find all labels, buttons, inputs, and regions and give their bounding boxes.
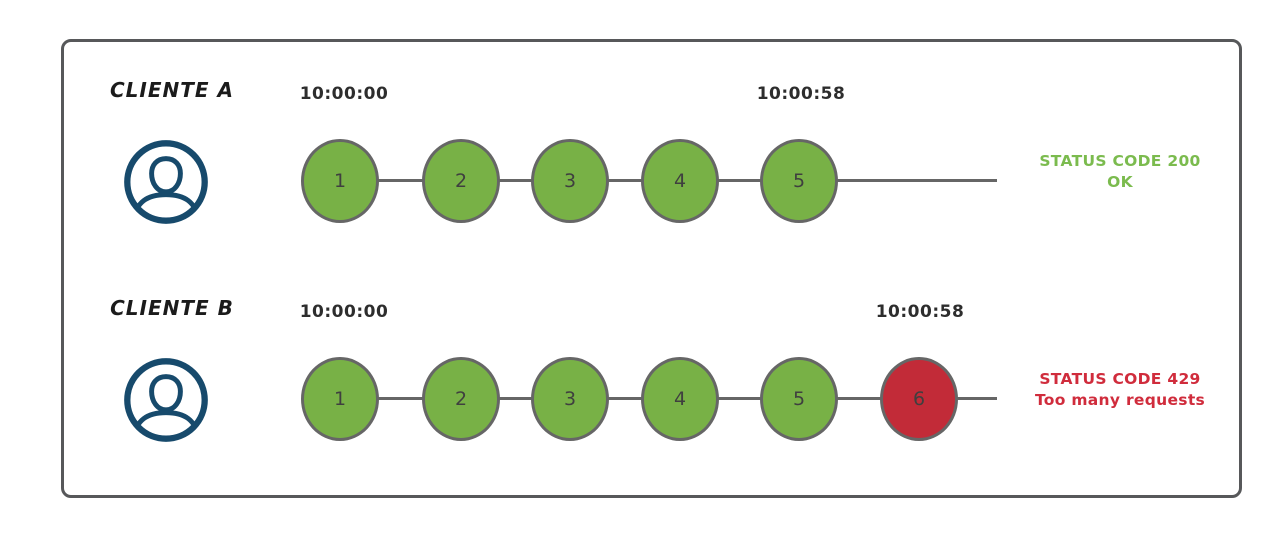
- request-circle: 2: [422, 139, 500, 223]
- request-circle: 4: [641, 139, 719, 223]
- status-text: STATUS CODE 200 OK: [1000, 151, 1240, 193]
- status-message-line: Too many requests: [1034, 391, 1206, 409]
- request-circle: 2: [422, 357, 500, 441]
- request-circle-rate-limited: 6: [880, 357, 958, 441]
- request-number: 6: [912, 388, 926, 410]
- client-b-label: CLIENTE B: [110, 296, 234, 320]
- request-circle: 3: [531, 139, 609, 223]
- request-circle: 3: [531, 357, 609, 441]
- status-message-line: OK: [1107, 173, 1133, 191]
- request-number: 5: [792, 170, 806, 192]
- end-timestamp: 10:00:58: [756, 84, 846, 104]
- status-text: STATUS CODE 429 Too many requests: [1000, 369, 1240, 411]
- client-a-label: CLIENTE A: [109, 78, 234, 102]
- start-timestamp: 10:00:00: [299, 84, 389, 104]
- user-avatar-icon: [121, 355, 211, 445]
- start-timestamp: 10:00:00: [299, 302, 389, 322]
- request-number: 1: [333, 388, 347, 410]
- request-number: 1: [333, 170, 347, 192]
- diagram-frame: [61, 39, 1242, 498]
- status-code-line: STATUS CODE 429: [1039, 370, 1201, 388]
- request-number: 2: [454, 170, 468, 192]
- request-number: 3: [563, 170, 577, 192]
- request-circle: 5: [760, 357, 838, 441]
- request-number: 5: [792, 388, 806, 410]
- request-circle: 4: [641, 357, 719, 441]
- end-timestamp: 10:00:58: [875, 302, 965, 322]
- request-number: 2: [454, 388, 468, 410]
- user-avatar-icon: [121, 137, 211, 227]
- request-number: 4: [673, 170, 687, 192]
- request-circle: 1: [301, 357, 379, 441]
- request-circle: 5: [760, 139, 838, 223]
- status-code-line: STATUS CODE 200: [1039, 152, 1201, 170]
- request-number: 4: [673, 388, 687, 410]
- request-number: 3: [563, 388, 577, 410]
- request-circle: 1: [301, 139, 379, 223]
